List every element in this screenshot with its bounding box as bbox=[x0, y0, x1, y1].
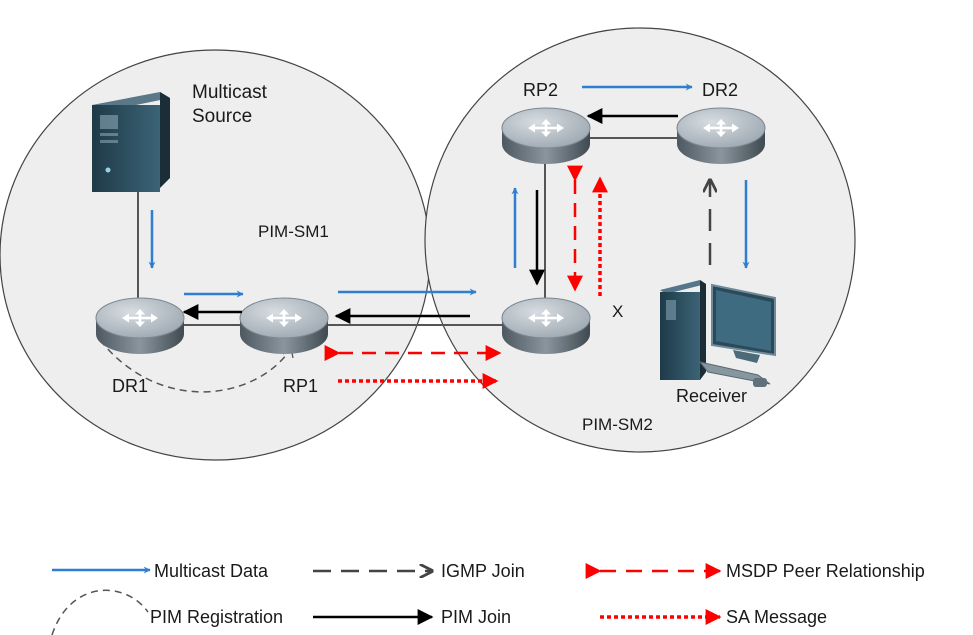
rp1-label: RP1 bbox=[283, 376, 319, 396]
dr2-router-icon bbox=[677, 108, 765, 164]
pim-sm1-label: PIM-SM1 bbox=[258, 222, 329, 241]
dr2-label: DR2 bbox=[702, 80, 739, 100]
legend-igmp-join-label: IGMP Join bbox=[441, 561, 525, 581]
legend-pim-registration-label: PIM Registration bbox=[150, 607, 284, 627]
sm2-border-router-icon bbox=[502, 298, 590, 354]
multicast-source-label-line1: Multicast bbox=[192, 82, 267, 103]
legend-msdp-peer-label: MSDP Peer Relationship bbox=[726, 561, 925, 581]
multicast-source-server-icon bbox=[92, 92, 170, 192]
dr1-label: DR1 bbox=[112, 376, 149, 396]
legend-sa-message-label: SA Message bbox=[726, 607, 828, 627]
legend-pim-join-label: PIM Join bbox=[441, 607, 512, 627]
pim-sm2-domain bbox=[424, 27, 856, 453]
pim-sm2-label: PIM-SM2 bbox=[582, 415, 653, 434]
receiver-label: Receiver bbox=[676, 386, 748, 406]
legend-multicast-data-label: Multicast Data bbox=[154, 561, 269, 581]
rp2-router-icon bbox=[502, 108, 590, 164]
rp1-router-icon bbox=[240, 298, 328, 354]
receiver-pc-icon bbox=[660, 280, 776, 387]
dr1-router-icon bbox=[96, 298, 184, 354]
legend-pim-registration-curve bbox=[51, 589, 149, 635]
multicast-source-label-line2: Source bbox=[192, 106, 253, 127]
rp2-label: RP2 bbox=[523, 80, 559, 100]
pim-registration-curve bbox=[99, 339, 291, 393]
failure-marker-x: X bbox=[612, 302, 624, 321]
